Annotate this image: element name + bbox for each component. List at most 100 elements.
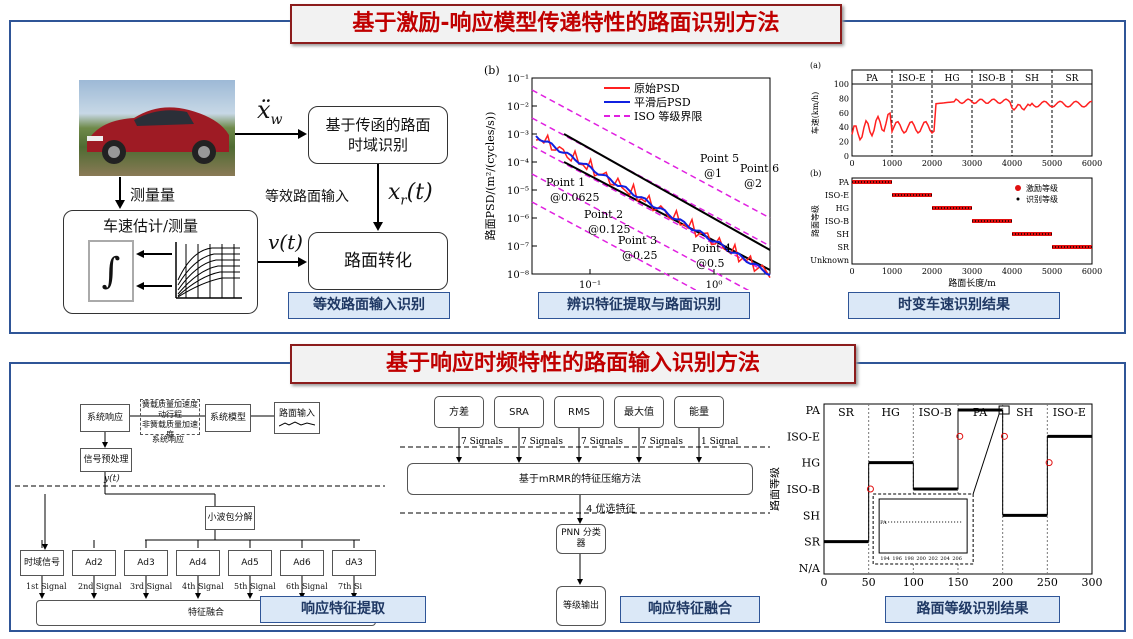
psd-ytick-label: 10⁻³ bbox=[507, 130, 529, 141]
speed-a-ytick: 0 bbox=[844, 152, 849, 161]
feature-drop-arrow bbox=[516, 457, 522, 463]
caption-feature-ident: 辨识特征提取与路面识别 bbox=[538, 292, 750, 319]
grade-xtick: 100 bbox=[903, 576, 924, 589]
speed-segment-label: ISO-B bbox=[978, 74, 1005, 84]
feature-count-label: 1 Signal bbox=[701, 437, 739, 447]
signal-out-arrow bbox=[143, 593, 149, 599]
speed-box-title: 车速估计/测量 bbox=[103, 217, 199, 235]
grade-inset-tick: 194 bbox=[880, 556, 890, 562]
grade-marker bbox=[956, 432, 964, 440]
speed-a-xtick: 5000 bbox=[1042, 159, 1062, 168]
dashed-line-2: 动行程 bbox=[158, 410, 182, 419]
speed-b-ytick: SH bbox=[837, 230, 849, 239]
feature-drop-arrow bbox=[576, 457, 582, 463]
psd-ytick-label: 10⁻¹ bbox=[507, 74, 529, 85]
speed-b-xtick: 1000 bbox=[882, 267, 902, 276]
road-surface-icon bbox=[279, 420, 315, 426]
signal-box: Ad2 bbox=[72, 550, 116, 576]
grade-ytick: ISO-E bbox=[787, 430, 820, 443]
speed-b-xtick: 0 bbox=[849, 267, 854, 276]
grade-segment-label: PA bbox=[973, 406, 988, 419]
grade-inset-tick: 202 bbox=[928, 556, 938, 562]
speed-b-ytick: ISO-E bbox=[825, 191, 849, 200]
psd-ytick-label: 10⁻⁶ bbox=[507, 214, 529, 225]
yt-label: y(t) bbox=[104, 474, 120, 484]
grade-xtick: 200 bbox=[992, 576, 1013, 589]
speed-b-ytick: SR bbox=[837, 243, 849, 252]
speed-a-ytick: 40 bbox=[839, 123, 849, 132]
speed-a-ytick: 100 bbox=[834, 80, 849, 89]
speed-segment-label: SH bbox=[1025, 74, 1039, 84]
feature-count-label: 7 Signals bbox=[641, 437, 683, 447]
speed-a-ytick: 60 bbox=[839, 109, 849, 118]
bottom-left-flow bbox=[15, 390, 385, 630]
speed-estimation-box bbox=[63, 210, 258, 314]
feature-box: 方差 bbox=[434, 396, 484, 428]
bottom-title: 基于响应时频特性的路面输入识别方法 bbox=[290, 344, 856, 384]
speed-b-xtick: 6000 bbox=[1082, 267, 1102, 276]
psd-ref-line bbox=[563, 133, 771, 251]
speed-legend-label: 识别等级 bbox=[1026, 194, 1058, 204]
grade-segment-label: SH bbox=[1016, 406, 1033, 419]
caption-feature-fusion: 响应特征融合 bbox=[620, 596, 760, 623]
signal-out-arrow bbox=[39, 593, 45, 599]
psd-point-name: Point 4 bbox=[692, 242, 731, 255]
psd-point-name: Point 6 bbox=[740, 162, 779, 175]
equiv-input-label: 等效路面输入 bbox=[265, 189, 349, 205]
top-title: 基于激励-响应模型传递特性的路面识别方法 bbox=[290, 4, 842, 44]
speed-segment-label: PA bbox=[866, 74, 878, 84]
sys-response-label-2: 系统响应 bbox=[152, 435, 184, 444]
speed-a-xtick: 0 bbox=[849, 159, 854, 168]
mrmr-box: 基于mRMR的特征压缩方法 bbox=[407, 463, 753, 495]
speed-a-ylabel: 车速(km/h) bbox=[810, 92, 820, 135]
grade-xtick: 300 bbox=[1082, 576, 1103, 589]
signal-box: 时域信号 bbox=[20, 550, 64, 576]
grade-ytick: N/A bbox=[799, 562, 821, 575]
signal-label: 6th Signal bbox=[286, 582, 328, 591]
output-box: 等级输出 bbox=[556, 586, 606, 626]
speed-a-xtick: 2000 bbox=[922, 159, 942, 168]
psd-legend-label: ISO 等级界限 bbox=[634, 109, 702, 123]
road-input-box: 路面输入 bbox=[274, 402, 320, 434]
psd-frame bbox=[531, 77, 771, 275]
speed-b-ytick: HG bbox=[836, 204, 849, 213]
psd-ytick-label: 10⁻⁸ bbox=[507, 270, 529, 281]
feature-count-label: 7 Signals bbox=[521, 437, 563, 447]
dashed-line-3: 非簧载质量加速度 bbox=[142, 420, 198, 439]
grade-xtick: 50 bbox=[862, 576, 876, 589]
road-convert-box: 路面转化 bbox=[308, 232, 448, 290]
speed-b-ylabel: 路面等级 bbox=[810, 205, 820, 237]
signal-out-arrow bbox=[91, 593, 97, 599]
grade-inset-tick: 200 bbox=[916, 556, 926, 562]
speed-a-ytick: 20 bbox=[839, 138, 849, 147]
grade-inset-tick: 204 bbox=[940, 556, 950, 562]
signal-box: Ad4 bbox=[176, 550, 220, 576]
grade-ylabel: 路面等级 bbox=[770, 467, 781, 511]
psd-panel-label: (b) bbox=[484, 64, 500, 77]
xr-arg: (t) bbox=[406, 180, 433, 205]
caption-speed-result: 时变车速识别结果 bbox=[848, 292, 1060, 319]
speed-legend-marker bbox=[1016, 197, 1020, 201]
feature-box: SRA bbox=[494, 396, 544, 428]
signal-label: 1st Signal bbox=[26, 582, 67, 591]
grade-inset-tick: 198 bbox=[904, 556, 914, 562]
dashed-line-1: 簧载质量加速度 bbox=[142, 400, 198, 409]
psd-ylabel: 路面PSD/(m²/(cycles/s)) bbox=[484, 112, 497, 241]
sys-response-dashed: 簧载质量加速度 动行程 非簧载质量加速度 bbox=[140, 399, 200, 439]
psd-legend-label: 平滑后PSD bbox=[634, 96, 691, 109]
transfer-line-2: 时域识别 bbox=[347, 136, 408, 154]
grade-ytick: SR bbox=[804, 536, 821, 549]
signal-box: Ad5 bbox=[228, 550, 272, 576]
feature-count-label: 7 Signals bbox=[461, 437, 503, 447]
xw-symbol: ẍ bbox=[257, 96, 271, 124]
signal-out-arrow bbox=[195, 593, 201, 599]
speed-mini-plot bbox=[172, 240, 244, 302]
grade-inset-tick: 196 bbox=[892, 556, 902, 562]
speed-b-frame bbox=[851, 177, 1093, 265]
grade-marker bbox=[1045, 459, 1053, 467]
